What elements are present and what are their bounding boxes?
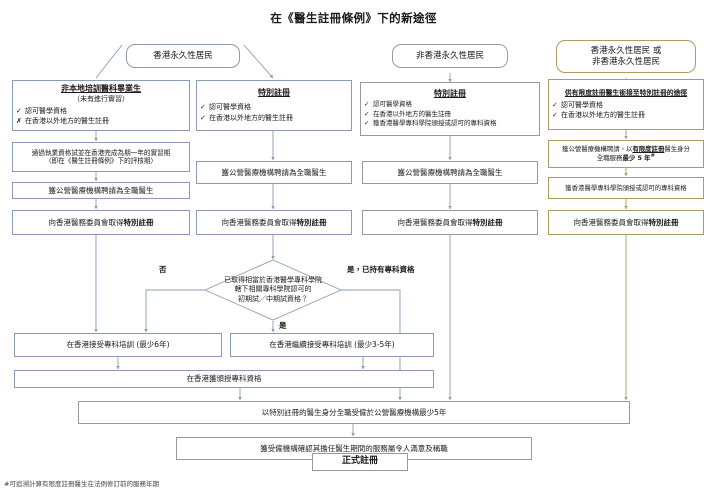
training-box-full[interactable]: 在香港接受專科培訓 (最少6年) [14, 333, 222, 357]
header-either-line1: 香港永久性居民 或 [590, 45, 662, 56]
step-col1-special-registration[interactable]: 向香港醫務委員會取得特別註冊 [12, 210, 190, 235]
step-col1-exam-line2: （即在《醫生註冊條例》下的評核期） [44, 157, 158, 165]
criteria-col3-item-0: 認可醫學資格 [373, 100, 412, 109]
step-col4-limited-pre: 獲公營醫療機構聘請，以 [562, 145, 633, 154]
training-fellowship-label: 在香港獲頒授專科資格 [186, 374, 262, 384]
check-icon: ✓ [364, 119, 370, 128]
step-col4-limited-mid: 醫生身分 [664, 145, 690, 154]
decision-branch-no-label: 否 [158, 264, 168, 275]
step-col1-exam-line1: 通過執業資格試並在香港完成為期一年的實習期 [31, 148, 171, 157]
header-either-residency[interactable]: 香港永久性居民 或 非香港永久性居民 [556, 40, 696, 73]
header-hk-permanent-1-label: 香港永久性居民 [153, 50, 213, 61]
final-registration-box[interactable]: 正式註冊 [312, 453, 408, 471]
step-col4-limited-bold: 有限度註冊 [632, 145, 665, 154]
criteria-col3-list: ✓認可醫學資格 ✓在香港以外地方的醫生註冊 ✓獲香港醫學專科學院頒授或認可的專科… [364, 100, 536, 128]
step-col3-employment[interactable]: 獲公營醫療機構聘請為全職醫生 [362, 161, 538, 184]
criteria-col2-item-0: 認可醫學資格 [209, 103, 251, 112]
step-col4-limited-line2-pre: 全職服務 [596, 154, 623, 163]
step-col4-specialreg-pre: 向香港醫務委員會取得 [573, 217, 649, 227]
footnote-text: #可追溯計算有限度註冊醫生在法例修訂前的服務年期 [4, 480, 159, 488]
criteria-col4-item-0: 認可醫學資格 [561, 101, 603, 110]
criteria-col3-item-1: 在香港以外地方的醫生註冊 [373, 109, 451, 118]
decision-specialty-exam[interactable]: 已取得相當於香港醫學專科學院 轄下相關專科學院認可的 初期試／中期試資格？ [204, 259, 342, 321]
step-col1-specialreg-pre: 向香港醫務委員會取得 [48, 217, 124, 227]
step-col1-employment[interactable]: 獲公營醫療機構聘請為全職醫生 [12, 182, 190, 199]
decision-branch-yes-specialist-label: 是，已持有專科資格 [346, 264, 416, 275]
step-col4-fellowship[interactable]: 獲香港醫學專科學院頒授或認可的專科資格 [548, 177, 704, 199]
check-icon: ✓ [364, 109, 370, 118]
decision-branch-yes-label: 是 [278, 320, 288, 331]
header-non-hk-permanent[interactable]: 非香港永久性居民 [392, 44, 508, 68]
step-col4-limited-registration-service[interactable]: 獲公營醫療機構聘請，以有限度註冊醫生身分 全職服務最少 5 年# [548, 140, 704, 168]
step-col3-employment-label: 獲公營醫療機構聘請為全職醫生 [397, 167, 503, 177]
criteria-col4-list: ✓認可醫學資格 ✓在香港以外地方的醫生註冊 [552, 100, 700, 120]
training-full-label: 在香港接受專科培訓 (最少6年) [66, 340, 170, 350]
check-icon: ✓ [364, 100, 370, 109]
final-registration-label: 正式註冊 [341, 456, 378, 467]
step-col4-special-registration[interactable]: 向香港醫務委員會取得特別註冊 [548, 210, 704, 235]
step-col4-fellowship-label: 獲香港醫學專科學院頒授或認可的專科資格 [565, 184, 687, 192]
cross-icon: ✗ [16, 117, 22, 126]
final-serve-label: 以特別註冊的醫生身分全職受僱於公營醫療機構最少5年 [261, 407, 447, 417]
step-col2-specialreg-pre: 向香港醫務委員會取得 [221, 217, 297, 227]
criteria-col1-list: ✓認可醫學資格 ✗在香港以外地方的醫生註冊 [16, 106, 186, 126]
diamond-shape [204, 259, 342, 321]
step-col2-employment[interactable]: 獲公營醫療機構聘請為全職醫生 [196, 161, 352, 184]
training-box-continue[interactable]: 在香港繼續接受專科培訓 (最少3-5年) [230, 333, 434, 357]
step-col3-specialreg-pre: 向香港醫務委員會取得 [397, 217, 473, 227]
criteria-col1-heading: 非本地培訓醫科畢業生 [61, 84, 141, 94]
step-col3-special-registration[interactable]: 向香港醫務委員會取得特別註冊 [362, 210, 538, 235]
header-non-hk-permanent-label: 非香港永久性居民 [415, 50, 484, 61]
step-col4-limited-sup: # [650, 153, 656, 160]
training-fellowship-bar[interactable]: 在香港獲頒授專科資格 [14, 370, 434, 388]
step-col1-licensing-exam[interactable]: 通過執業資格試並在香港完成為期一年的實習期 （即在《醫生註冊條例》下的評核期） [12, 142, 190, 172]
step-col2-special-registration[interactable]: 向香港醫務委員會取得特別註冊 [196, 210, 352, 235]
step-col3-specialreg-bold: 特別註冊 [472, 217, 503, 227]
step-col2-specialreg-bold: 特別註冊 [296, 217, 327, 227]
header-hk-permanent-1[interactable]: 香港永久性居民 [126, 44, 240, 68]
check-icon: ✓ [552, 101, 558, 110]
final-serve-bar[interactable]: 以特別註冊的醫生身分全職受僱於公營醫療機構最少5年 [78, 401, 630, 424]
check-icon: ✓ [200, 113, 206, 122]
criteria-col1-item-1: 在香港以外地方的醫生註冊 [25, 117, 109, 126]
page-title: 在《醫生註冊條例》下的新途徑 [270, 11, 437, 25]
step-col1-employment-label: 獲公營醫療機構聘請為全職醫生 [48, 185, 154, 195]
criteria-box-col1[interactable]: 非本地培訓醫科畢業生 （未有進行實習） ✓認可醫學資格 ✗在香港以外地方的醫生註… [12, 80, 190, 131]
criteria-col2-list: ✓認可醫學資格 ✓在香港以外地方的醫生註冊 [200, 102, 348, 122]
check-icon: ✓ [16, 107, 22, 116]
training-continue-label: 在香港繼續接受專科培訓 (最少3-5年) [269, 340, 395, 350]
final-confirm-label: 獲受僱機構確認其擔任醫生期間的服務屬令人滿意及稱職 [260, 443, 448, 453]
criteria-col3-heading: 特別註冊 [434, 89, 466, 99]
step-col4-specialreg-bold: 特別註冊 [648, 217, 679, 227]
header-either-line2: 非香港永久性居民 [591, 56, 660, 67]
criteria-col2-item-1: 在香港以外地方的醫生註冊 [209, 113, 293, 122]
decision-line2: 轄下相關專科學院認可的 [234, 285, 312, 294]
decision-line1: 已取得相當於香港醫學專科學院 [224, 275, 322, 284]
criteria-col2-heading: 特別註冊 [258, 88, 290, 98]
criteria-box-col4[interactable]: 供有限度註冊醫生銜接至特別註冊的途徑 ✓認可醫學資格 ✓在香港以外地方的醫生註冊 [548, 79, 704, 130]
criteria-col4-heading: 供有限度註冊醫生銜接至特別註冊的途徑 [564, 88, 688, 97]
criteria-col1-subheading: （未有進行實習） [73, 95, 129, 104]
criteria-col1-item-0: 認可醫學資格 [25, 107, 67, 116]
criteria-col4-item-1: 在香港以外地方的醫生註冊 [561, 111, 645, 120]
decision-line3: 初期試／中期試資格？ [238, 294, 308, 303]
step-col1-specialreg-bold: 特別註冊 [123, 217, 154, 227]
step-col4-limited-line2-bold: 最少 5 年 [622, 154, 651, 163]
check-icon: ✓ [552, 111, 558, 120]
criteria-box-col3[interactable]: 特別註冊 ✓認可醫學資格 ✓在香港以外地方的醫生註冊 ✓獲香港醫學專科學院頒授或… [360, 82, 540, 136]
check-icon: ✓ [200, 103, 206, 112]
criteria-col3-item-2: 獲香港醫學專科學院頒授或認可的專科資格 [373, 119, 497, 128]
step-col2-employment-label: 獲公營醫療機構聘請為全職醫生 [221, 167, 327, 177]
criteria-box-col2[interactable]: 特別註冊 ✓認可醫學資格 ✓在香港以外地方的醫生註冊 [196, 80, 352, 131]
